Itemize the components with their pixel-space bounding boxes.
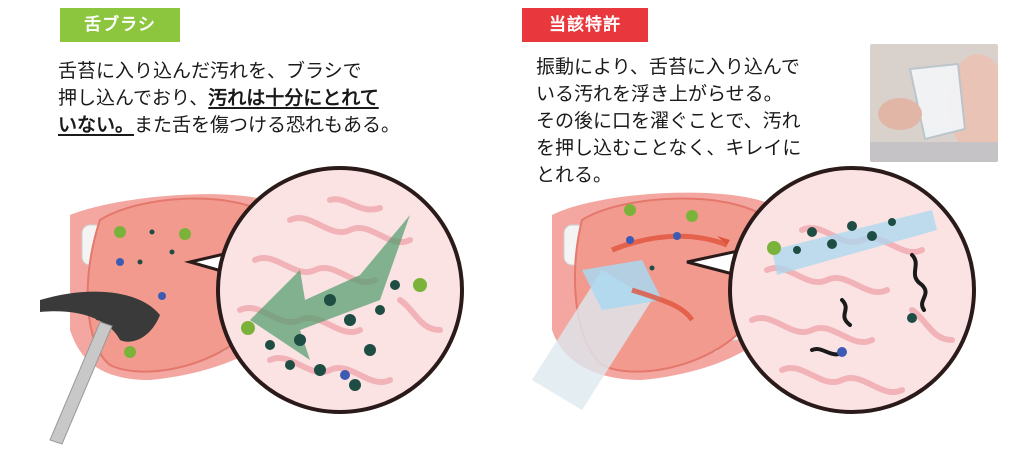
dirt-particle bbox=[149, 229, 155, 235]
rinse-photo-illustration bbox=[870, 44, 998, 162]
description-line-2: 押し込んでおり、汚れは十分にとれて bbox=[58, 85, 400, 112]
blue-germ bbox=[116, 258, 124, 266]
vibration-arrow-head bbox=[717, 236, 730, 245]
green-germ bbox=[114, 226, 126, 238]
blue-germ bbox=[673, 232, 681, 240]
description-line-3-emphasis: いない。 bbox=[58, 114, 135, 136]
description-line-5: とれる。 bbox=[536, 164, 613, 186]
description-line-1: 振動により、舌苔に入り込んで bbox=[536, 56, 800, 78]
patent-illustration bbox=[532, 166, 976, 414]
green-germ bbox=[686, 210, 698, 222]
description-line-2-plain: 押し込んでおり、 bbox=[58, 87, 209, 109]
vibration-device bbox=[532, 260, 662, 410]
patent-description: 振動により、舌苔に入り込んで いる汚れを浮き上がらせる。 その後に口を濯ぐことで… bbox=[536, 54, 801, 189]
description-line-4: を押し込むことなく、キレイに bbox=[536, 137, 802, 159]
rinse-water bbox=[772, 210, 937, 275]
green-germ bbox=[241, 321, 255, 335]
blue-germ bbox=[837, 347, 847, 357]
brush-handle bbox=[49, 321, 113, 445]
push-arrow bbox=[250, 215, 410, 360]
pushed-dirt bbox=[265, 280, 400, 391]
vibration-arrow bbox=[631, 287, 695, 322]
green-germ bbox=[767, 241, 781, 255]
tongue-brush-illustration bbox=[40, 166, 464, 445]
blue-germ bbox=[626, 236, 634, 244]
description-line-3: その後に口を濯ぐことで、汚れ bbox=[536, 110, 801, 132]
green-germ bbox=[624, 204, 636, 216]
device-head bbox=[582, 260, 662, 310]
tongue-brush-badge: 舌ブラシ bbox=[60, 8, 180, 42]
magnified-view bbox=[728, 166, 976, 414]
description-line-1: 舌苔に入り込んだ汚れを、ブラシで bbox=[58, 60, 362, 82]
hand bbox=[878, 98, 922, 130]
papillae bbox=[749, 225, 955, 395]
patent-panel: 当該特許 振動により、舌苔に入り込んで いる汚れを浮き上がらせる。 その後に口を… bbox=[512, 0, 1024, 464]
rinse-photo bbox=[870, 44, 998, 162]
green-germ bbox=[124, 346, 136, 358]
brush-head bbox=[40, 291, 160, 342]
patent-badge: 当該特許 bbox=[522, 8, 648, 42]
tongue-brush bbox=[40, 291, 160, 445]
lifted-dirt bbox=[793, 218, 917, 323]
blue-germ bbox=[158, 292, 166, 300]
magnified-view bbox=[216, 166, 464, 414]
blue-germ bbox=[340, 370, 350, 380]
description-line-3: いない。また舌を傷つける恐れもある。 bbox=[58, 112, 400, 139]
description-line-2-emphasis: 汚れは十分にとれて bbox=[208, 87, 379, 109]
green-germ bbox=[413, 278, 427, 292]
tongue-germs bbox=[624, 204, 698, 271]
dirt-particle bbox=[169, 249, 175, 255]
tongue-brush-description: 舌苔に入り込んだ汚れを、ブラシで 押し込んでおり、汚れは十分にとれて いない。ま… bbox=[58, 58, 400, 139]
description-line-3-plain: また舌を傷つける恐れもある。 bbox=[134, 114, 401, 136]
tongue-brush-panel: 舌ブラシ 舌苔に入り込んだ汚れを、ブラシで 押し込んでおり、汚れは十分にとれて … bbox=[0, 0, 500, 464]
green-germ bbox=[179, 228, 191, 240]
description-line-2: いる汚れを浮き上がらせる。 bbox=[536, 83, 783, 105]
dirt-particle bbox=[137, 259, 143, 265]
dirt-particle bbox=[649, 265, 655, 271]
